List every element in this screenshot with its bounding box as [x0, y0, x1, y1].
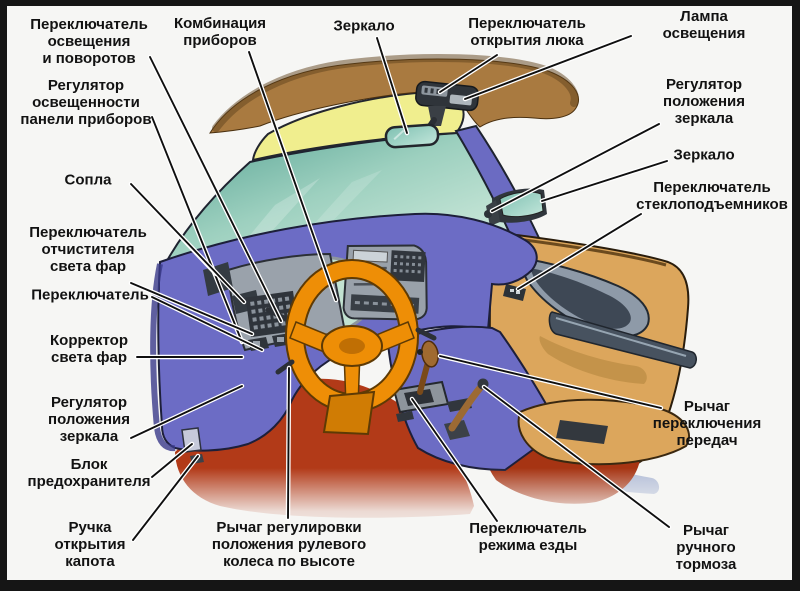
leader-line-light-turn-switch: [149, 56, 282, 322]
leader-line-sunroof-switch: [439, 54, 498, 93]
console-button: [396, 411, 414, 422]
car-interior-illustration: [128, 33, 710, 543]
bottom-fade: [150, 468, 710, 540]
leader-line-instrument-cluster: [248, 51, 337, 301]
leader-line-hood-release: [132, 455, 199, 541]
door-pull-pocket: [539, 336, 647, 384]
leader-line-drive-mode-switch: [411, 398, 498, 522]
leader-line-steering-tilt-lever: [287, 367, 290, 519]
leader-line-side-mirror: [541, 160, 668, 202]
cup-recess: [556, 420, 608, 444]
steering-hub-center: [339, 338, 365, 354]
wiper-stalk: [415, 327, 437, 341]
rearview-mirror: [384, 123, 440, 149]
steering-column: [322, 390, 376, 436]
ignition: [417, 349, 423, 355]
leader-line-rearview-mirror: [376, 37, 408, 134]
gear-shift-knob: [421, 340, 439, 368]
leader-line-panel-dimmer: [151, 116, 243, 343]
gear-shift-lever: [417, 359, 431, 395]
door-armrest-inner: [530, 268, 631, 329]
leader-line-handbrake-lever: [483, 386, 670, 528]
leader-line-gearshift-lever: [439, 355, 662, 409]
leader-line-headlight-washer-switch: [130, 282, 253, 335]
leader-line-mirror-regulator-right: [491, 123, 660, 212]
door-handle-highlight: [555, 317, 687, 357]
leader-line-interior-lamp: [464, 35, 632, 100]
leader-line-fuse-block: [151, 443, 193, 478]
side-mirror-glass: [499, 191, 544, 218]
sunroof-switch: [421, 85, 448, 97]
leader-line-mirror-regulator-left: [130, 385, 243, 439]
tilt-lever: [275, 359, 295, 375]
leader-line-nozzles: [130, 183, 245, 303]
leader-line-switch: [151, 296, 263, 351]
leader-line-window-lifter-switch: [517, 213, 642, 290]
leader-lines: [128, 33, 672, 543]
handbrake-lever-shape: [448, 384, 484, 432]
